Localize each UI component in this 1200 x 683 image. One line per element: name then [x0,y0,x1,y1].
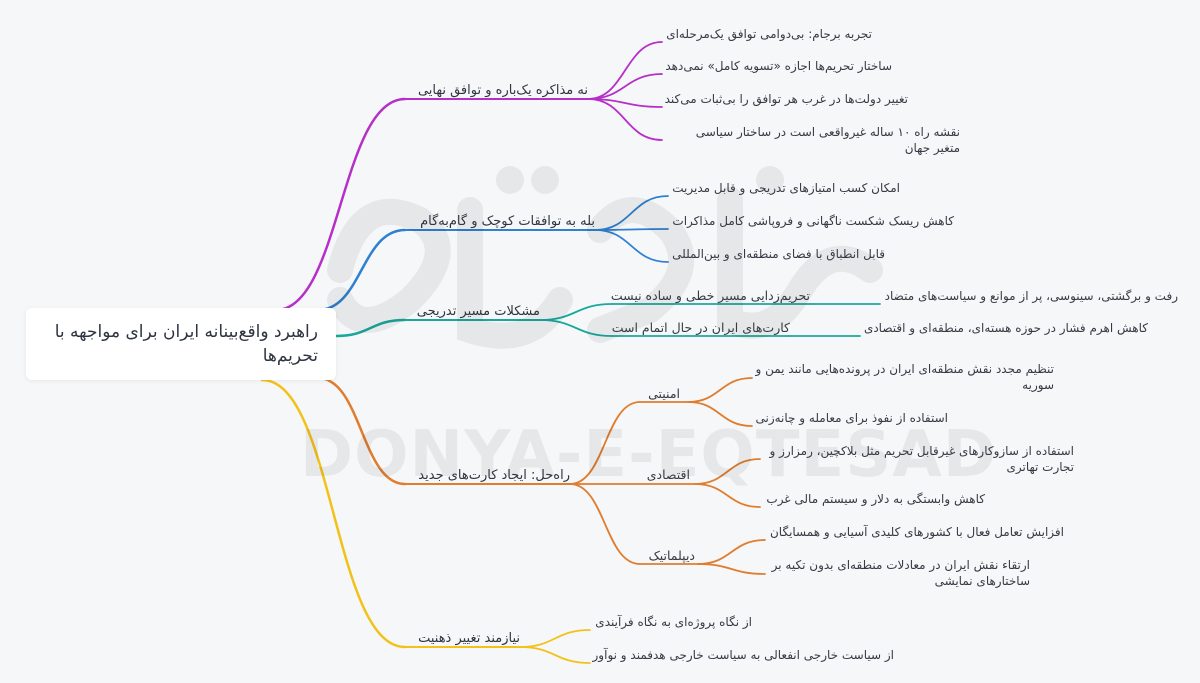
watermark-text: DONYA-E-EQTESAD [300,418,997,492]
leaf-ten-year-roadmap[interactable]: نقشه راه ۱۰ ساله غیرواقعی است در ساختار … [695,125,960,155]
connector-security-leaf2 [687,401,753,427]
connector-b1-leaf4 [587,98,663,141]
node-economic[interactable]: اقتصادی [646,467,690,482]
connector-b1-leaf3 [587,98,663,108]
branch-step-by-step[interactable]: بله به توافقات کوچک و گام‌به‌گام [420,214,595,229]
connector-b4-security [569,401,641,485]
branch-new-cards[interactable]: راه‌حل: ایجاد کارت‌های جدید [418,468,570,483]
leaf-purposeful-policy[interactable]: از سیاست خارجی انفعالی به سیاست خارجی هد… [592,648,894,662]
connector-root-branch3 [334,318,407,338]
branch-one-shot-deal[interactable]: نه مذاکره یک‌باره و توافق نهایی [417,83,588,98]
connector-b1-leaf1 [587,41,663,100]
connector-b4-diplomatic [569,483,641,565]
connector-economic-leaf2 [694,483,761,508]
connector-root-branch2 [316,228,407,312]
leaf-gradual-concessions[interactable]: امکان کسب امتیازهای تدریجی و قابل مدیریت [672,181,900,195]
node-diplomatic[interactable]: دیپلماتیک [648,548,695,563]
leaf-unsanctionable-mechanisms[interactable]: استفاده از سازوکارهای غیرقابل تحریم مثل … [769,444,1074,474]
leaf-jcpoa-experience[interactable]: تجربه برجام: بی‌دوامی توافق یک‌مرحله‌ای [666,27,872,41]
leaf-asian-engagement[interactable]: افزایش تعامل فعال با کشورهای کلیدی آسیای… [769,525,1064,539]
connector-b3-sub1 [539,303,613,321]
root-node-label: راهبرد واقع‌بینانه ایران برای مواجهه با … [54,322,318,366]
leaf-reduce-collapse-risk[interactable]: کاهش ریسک شکست ناگهانی و فروپاشی کامل مذ… [672,214,954,228]
leaf-regional-equations[interactable]: ارتقاء نقش ایران در معادلات منطقه‌ای بدو… [771,558,1030,588]
leaf-sinusoidal-path[interactable]: رفت و برگشتی، سینوسی، پر از موانع و سیاس… [884,289,1178,303]
leaf-reduce-dollar-dependence[interactable]: کاهش وابستگی به دلار و سیستم مالی غرب [766,492,985,506]
leaf-sanctions-structure[interactable]: ساختار تحریم‌ها اجازه «تسویه کامل» نمی‌د… [665,59,892,73]
leaf-adaptable[interactable]: قابل انطباق با فضای منطقه‌ای و بین‌الملل… [672,247,885,261]
connector-diplomatic-leaf1 [697,539,766,565]
branch-mindset-change[interactable]: نیازمند تغییر ذهنیت [418,631,520,646]
root-node[interactable]: راهبرد واقع‌بینانه ایران برای مواجهه با … [26,308,336,380]
leaf-government-change[interactable]: تغییر دولت‌ها در غرب هر توافق را بی‌ثبات… [664,92,908,106]
connector-root-branch5 [260,378,407,649]
connector-security-leaf1 [687,377,753,403]
node-security[interactable]: امنیتی [648,386,680,401]
leaf-process-view[interactable]: از نگاه پروژه‌ای به نگاه فرآیندی [595,615,752,629]
connector-root-branch1 [274,97,407,312]
connector-b2-leaf3 [594,229,669,263]
watermark-logo [327,166,883,349]
connector-b5-leaf1 [519,629,591,648]
leaf-regional-role[interactable]: تنظیم مجدد نقش منطقه‌ای ایران در پرونده‌… [755,362,1054,392]
leaf-leverage-decline[interactable]: کاهش اهرم فشار در حوزه هسته‌ای، منطقه‌ای… [863,321,1148,335]
leaf-influence-bargaining[interactable]: استفاده از نفوذ برای معامله و چانه‌زنی [755,411,948,425]
connector-b2-leaf1 [594,195,669,231]
connector-b5-leaf2 [519,646,591,664]
connector-b1-leaf2 [587,73,663,100]
branch-gradual-problems[interactable]: مشکلات مسیر تدریجی [416,304,540,319]
connector-economic-leaf1 [694,458,761,485]
node-cards-running-out[interactable]: کارت‌های ایران در حال اتمام است [611,320,790,335]
connector-diplomatic-leaf2 [697,563,766,575]
connector-root-branch4 [316,376,407,486]
connector-b3-sub2 [539,319,613,337]
node-not-linear[interactable]: تحریم‌زدایی مسیر خطی و ساده نیست [610,288,810,303]
